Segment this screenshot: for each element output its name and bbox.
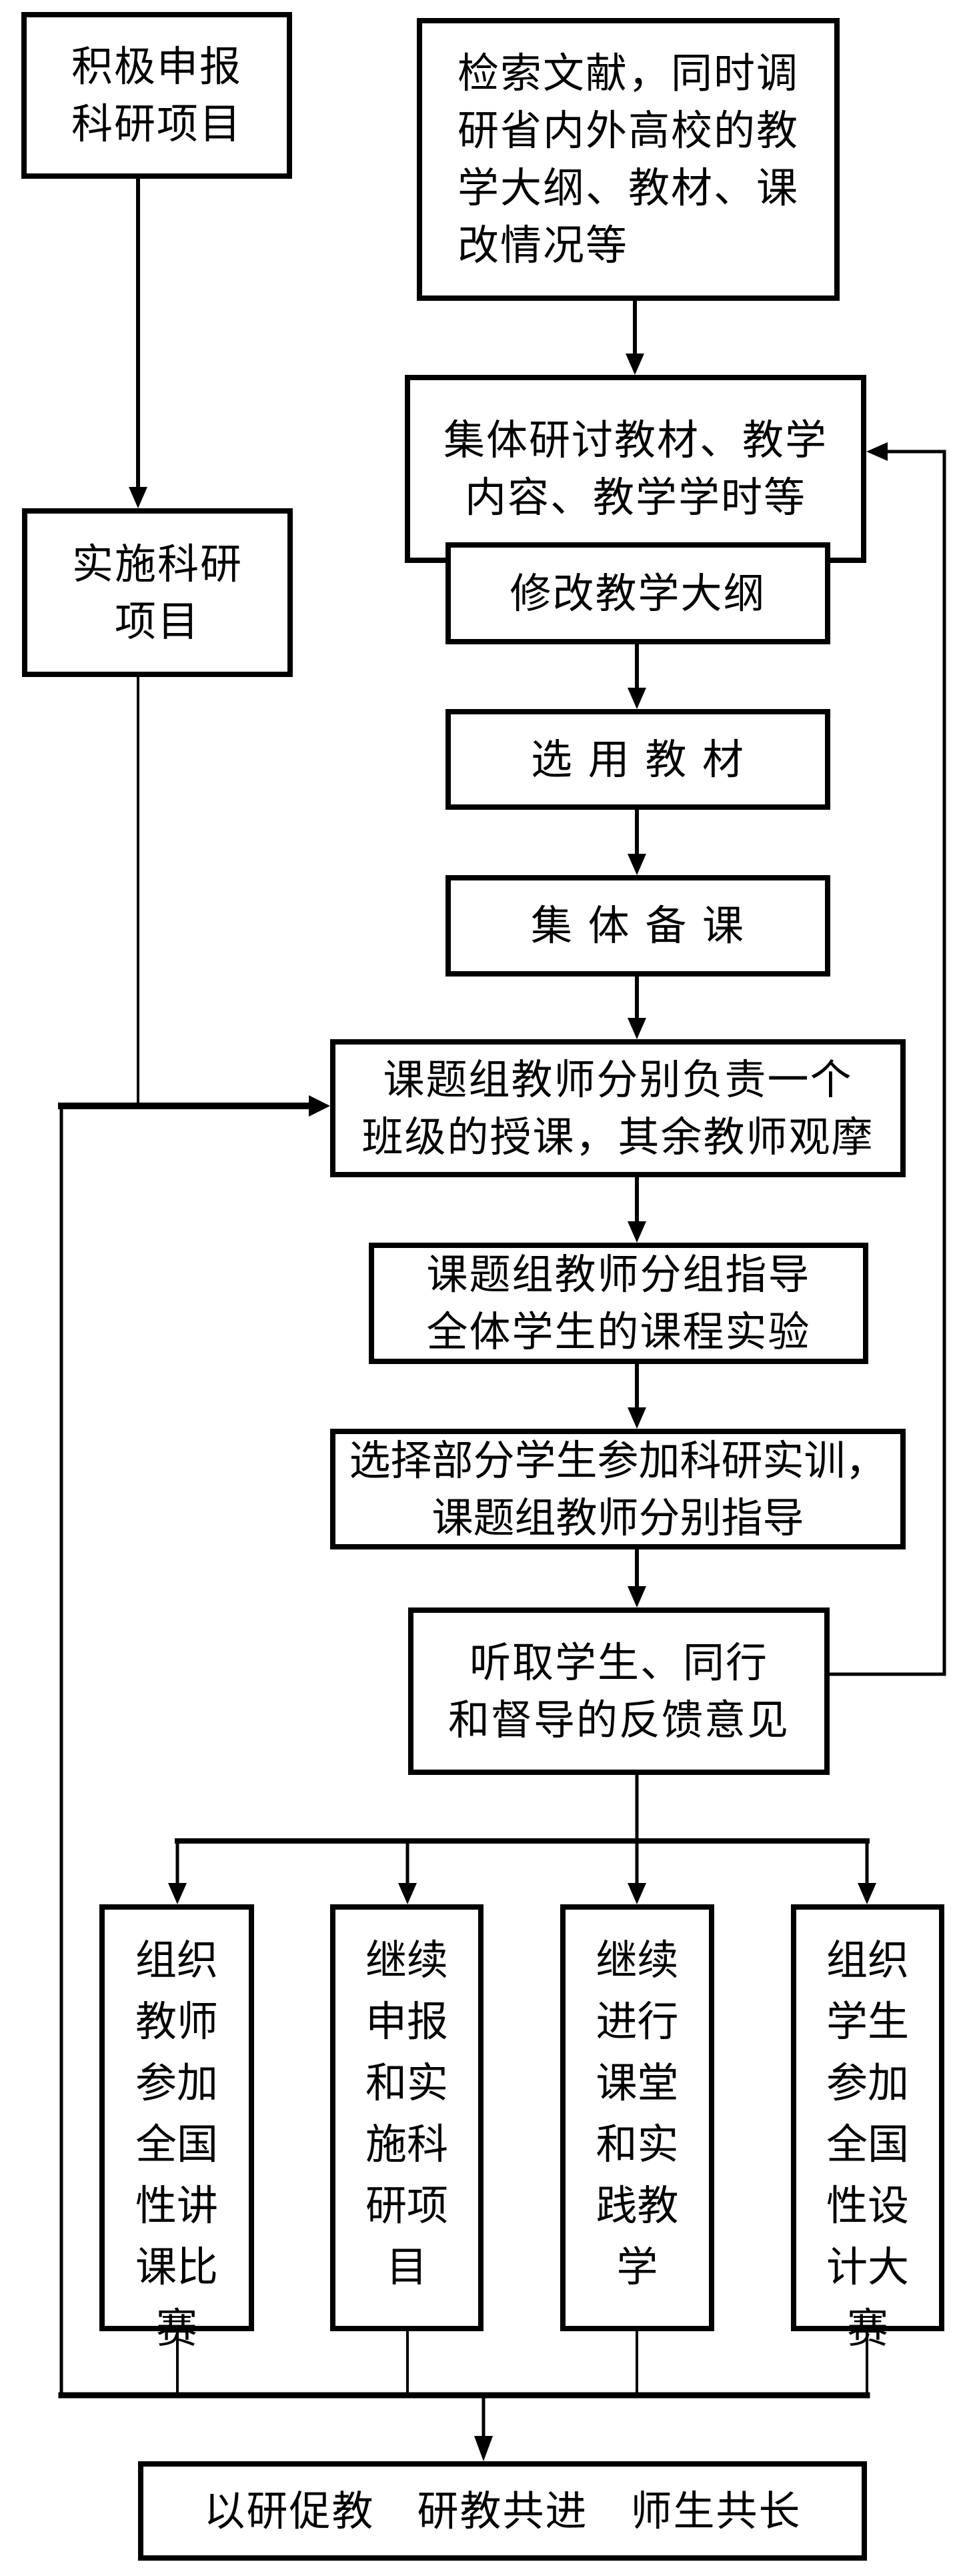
text-line: 改情况等 bbox=[457, 221, 628, 269]
text-line: 和督导的反馈意见 bbox=[447, 1695, 790, 1744]
node-branch-teacher-contest: 组织教师参加全国性讲课比赛 bbox=[99, 1904, 254, 2353]
arrowhead-icon bbox=[858, 1883, 876, 1904]
node-select-textbook-label: 选 用 教 材 bbox=[530, 734, 746, 784]
text-line: 课题组教师分别负责一个 bbox=[383, 1055, 853, 1104]
text-line: 课题组教师分组指导 bbox=[426, 1250, 811, 1299]
arrowhead-icon bbox=[398, 1883, 417, 1904]
node-group-experiment: 课题组教师分组指导 全体学生的课程实验 bbox=[369, 1243, 868, 1364]
node-research-training: 选择部分学生参加科研实训， 课题组教师分别指导 bbox=[330, 1429, 906, 1549]
node-literature-survey-label: 检索文献，同时调 研省内外高校的教 学大纲、教材、课 改情况等 bbox=[457, 45, 799, 274]
arrowhead-icon bbox=[129, 487, 147, 508]
arrowhead-icon bbox=[628, 1883, 646, 1904]
node-feedback: 听取学生、同行 和督导的反馈意见 bbox=[408, 1607, 830, 1775]
arrowhead-icon bbox=[628, 1018, 646, 1039]
text-line: 班级的授课，其余教师观摩 bbox=[361, 1112, 874, 1161]
arrowhead-icon bbox=[628, 688, 646, 709]
node-branch-classroom-teaching: 继续进行课堂和实践教学 bbox=[560, 1904, 714, 2331]
arrowhead-icon bbox=[866, 442, 888, 461]
node-group-experiment-label: 课题组教师分组指导 全体学生的课程实验 bbox=[426, 1246, 810, 1361]
node-literature-survey: 检索文献，同时调 研省内外高校的教 学大纲、教材、课 改情况等 bbox=[417, 18, 840, 301]
node-branch-1-label: 组织教师参加全国性讲课比赛 bbox=[135, 1936, 218, 2353]
arrowhead-icon bbox=[628, 1407, 646, 1429]
node-group-discussion-label: 集体研讨教材、教学 内容、教学学时等 bbox=[443, 412, 828, 526]
node-revise-syllabus: 修改教学大纲 bbox=[445, 542, 830, 644]
text-line: 学大纲、教材、课 bbox=[457, 163, 799, 212]
node-branch-research-projects: 继续申报和实施科研项目 bbox=[330, 1904, 483, 2331]
node-apply-research-label: 积极申报 科研项目 bbox=[71, 38, 242, 153]
text-line: 全体学生的课程实验 bbox=[426, 1307, 811, 1356]
node-group-discussion: 集体研讨教材、教学 内容、教学学时等 bbox=[405, 375, 866, 563]
arrowhead-icon bbox=[628, 854, 646, 875]
text-line: 听取学生、同行 bbox=[469, 1638, 768, 1687]
node-collective-prep-label: 集 体 备 课 bbox=[530, 901, 746, 950]
arrowhead-icon bbox=[626, 354, 644, 375]
node-branch-2-label: 继续申报和实施科研项目 bbox=[365, 1936, 448, 2291]
text-line: 科研项目 bbox=[71, 99, 242, 148]
text-line: 选择部分学生参加科研实训， bbox=[349, 1435, 887, 1485]
arrowhead-icon bbox=[309, 1095, 330, 1117]
node-implement-research: 实施科研 项目 bbox=[22, 508, 293, 677]
node-implement-research-label: 实施科研 项目 bbox=[72, 536, 243, 650]
node-feedback-label: 听取学生、同行 和督导的反馈意见 bbox=[448, 1634, 790, 1749]
arrowhead-icon bbox=[628, 1586, 646, 1607]
arrowhead-icon bbox=[168, 1883, 187, 1904]
node-revise-syllabus-label: 修改教学大纲 bbox=[510, 568, 766, 618]
node-select-textbook: 选 用 教 材 bbox=[445, 709, 830, 810]
text-line: 内容、教学学时等 bbox=[464, 473, 806, 522]
text-line: 实施科研 bbox=[71, 539, 243, 588]
node-outcome: 以研促教 研教共进 师生共长 bbox=[138, 2461, 867, 2561]
node-collective-prep: 集 体 备 课 bbox=[445, 875, 830, 977]
node-teaching-observe: 课题组教师分别负责一个 班级的授课，其余教师观摩 bbox=[330, 1039, 906, 1177]
text-line: 集体研讨教材、教学 bbox=[443, 416, 828, 464]
feedback-loop-line bbox=[828, 450, 946, 1676]
text-line: 积极申报 bbox=[71, 42, 242, 91]
arrowhead-icon bbox=[628, 1221, 646, 1243]
node-apply-research: 积极申报 科研项目 bbox=[21, 12, 292, 179]
node-branch-4-label: 组织学生参加全国性设计大赛 bbox=[826, 1936, 909, 2353]
node-outcome-label: 以研促教 研教共进 师生共长 bbox=[203, 2486, 802, 2535]
text-line: 检索文献，同时调 bbox=[457, 49, 799, 97]
node-branch-3-label: 继续进行课堂和实践教学 bbox=[596, 1936, 679, 2291]
node-teaching-observe-label: 课题组教师分别负责一个 班级的授课，其余教师观摩 bbox=[361, 1051, 874, 1166]
text-line: 课题组教师分别指导 bbox=[431, 1493, 804, 1542]
text-line: 研省内外高校的教 bbox=[457, 106, 799, 155]
node-branch-student-contest: 组织学生参加全国性设计大赛 bbox=[791, 1904, 944, 2353]
text-line: 项目 bbox=[114, 596, 200, 646]
node-research-training-label: 选择部分学生参加科研实训， 课题组教师分别指导 bbox=[349, 1432, 886, 1547]
arrowhead-icon bbox=[474, 2436, 493, 2461]
